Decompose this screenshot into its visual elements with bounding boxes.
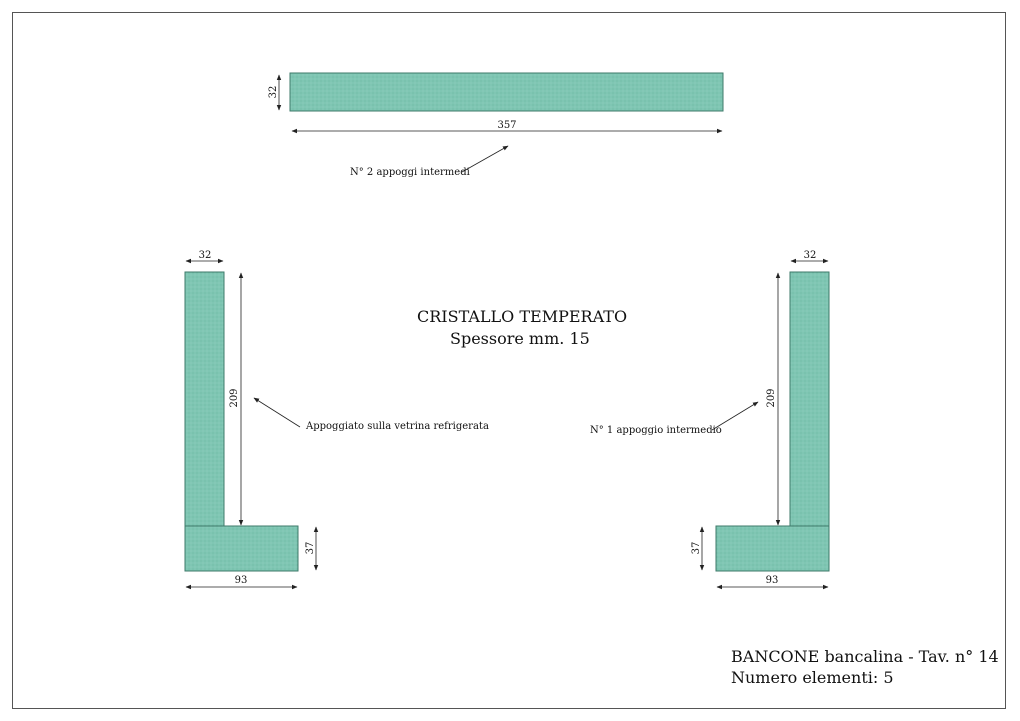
- sheet-frame: [12, 12, 1006, 709]
- left-foot-height-label: 37: [305, 542, 316, 555]
- top-glass-piece: 32 357 N° 2 appoggi intermedi: [268, 72, 724, 178]
- left-note-leader-arrow: [253, 397, 301, 428]
- right-height-label: 209: [766, 388, 777, 407]
- right-width-label: 32: [804, 250, 817, 261]
- right-foot-height-label: 37: [691, 542, 702, 555]
- left-foot-length-label: 93: [235, 575, 248, 586]
- right-note-leader-arrow: [711, 401, 759, 431]
- top-height-label: 32: [268, 86, 279, 99]
- right-glass-piece: 32 209 37 93 N° 1 appoggio intermedio: [590, 250, 830, 590]
- material-thickness: Spessore mm. 15: [450, 329, 590, 348]
- right-note-text: N° 1 appoggio intermedio: [590, 425, 722, 436]
- right-foot-panel: [715, 525, 830, 572]
- title-block-element-count: Numero elementi: 5: [731, 668, 894, 687]
- top-length-label: 357: [497, 120, 516, 131]
- title-block-drawing-name: BANCONE bancalina - Tav. n° 14: [731, 647, 999, 666]
- left-vertical-panel: [184, 271, 225, 528]
- right-foot-length-label: 93: [766, 575, 779, 586]
- right-vertical-panel: [789, 271, 830, 528]
- left-note-text: Appoggiato sulla vetrina refrigerata: [305, 421, 489, 432]
- left-foot-panel: [184, 525, 299, 572]
- top-note-text: N° 2 appoggi intermedi: [350, 167, 470, 178]
- top-note-leader-arrow: [461, 145, 509, 173]
- left-height-label: 209: [229, 388, 240, 407]
- left-width-label: 32: [199, 250, 212, 261]
- top-glass-panel: [289, 72, 724, 112]
- left-glass-piece: 32 209 37 93 Appoggiato sulla vetrina re…: [184, 250, 489, 590]
- material-name: CRISTALLO TEMPERATO: [417, 307, 628, 326]
